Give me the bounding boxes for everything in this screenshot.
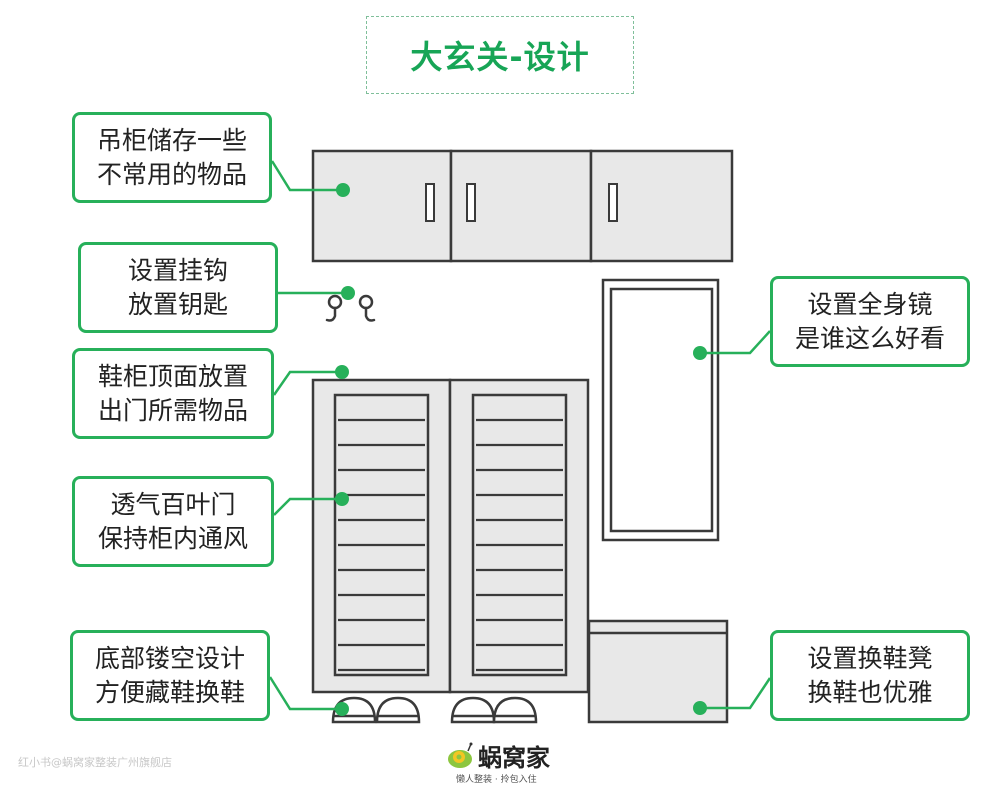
label-line: 设置全身镜	[807, 289, 933, 319]
label-line: 设置挂钩	[127, 255, 228, 285]
label-line: 鞋柜顶面放置	[97, 361, 248, 391]
label-bench: 设置换鞋凳 换鞋也优雅	[770, 630, 970, 721]
callout-connectors	[268, 160, 772, 711]
shoes-icon	[331, 696, 538, 724]
footer-logo-text: 蜗窝家	[478, 744, 550, 772]
label-line: 方便藏鞋换鞋	[94, 677, 245, 707]
footer-slogan: 懒人整装 · 拎包入住	[456, 775, 537, 785]
footer-logo: 蜗窝家 懒人整装 · 拎包入住	[446, 738, 566, 785]
label-line: 是谁这么好看	[794, 323, 945, 353]
label-line: 底部镂空设计	[94, 643, 245, 673]
label-hooks: 设置挂钩 放置钥匙	[78, 242, 278, 333]
label-line: 放置钥匙	[127, 289, 228, 319]
shoe-cabinet	[311, 378, 590, 694]
shoe-bench	[587, 619, 729, 724]
label-wall-cabinet: 吊柜储存一些 不常用的物品	[72, 112, 272, 203]
diagram-title: 大玄关-设计	[410, 38, 590, 76]
label-louver-door: 透气百叶门 保持柜内通风	[72, 476, 274, 567]
watermark: 红小书@蜗窝家整装广州旗舰店	[18, 756, 172, 769]
snail-icon	[448, 742, 473, 768]
label-line: 保持柜内通风	[97, 523, 248, 553]
callout-dots	[335, 183, 707, 716]
label-mirror: 设置全身镜 是谁这么好看	[770, 276, 970, 367]
wall-cabinet	[311, 149, 734, 263]
wall-cabinet-handles	[425, 183, 618, 222]
louver-slats-left	[338, 418, 425, 672]
label-line: 不常用的物品	[96, 159, 247, 189]
label-line: 出门所需物品	[97, 395, 248, 425]
key-hooks-icon	[325, 294, 376, 322]
label-line: 透气百叶门	[110, 489, 236, 519]
label-line: 设置换鞋凳	[807, 643, 933, 673]
full-length-mirror	[601, 278, 720, 542]
label-line: 吊柜储存一些	[96, 125, 247, 155]
label-shoe-cabinet-top: 鞋柜顶面放置 出门所需物品	[72, 348, 274, 439]
label-line: 换鞋也优雅	[807, 677, 933, 707]
title-box: 大玄关-设计	[366, 16, 634, 94]
louver-slats-right	[476, 418, 563, 672]
label-hollow-bottom: 底部镂空设计 方便藏鞋换鞋	[70, 630, 270, 721]
